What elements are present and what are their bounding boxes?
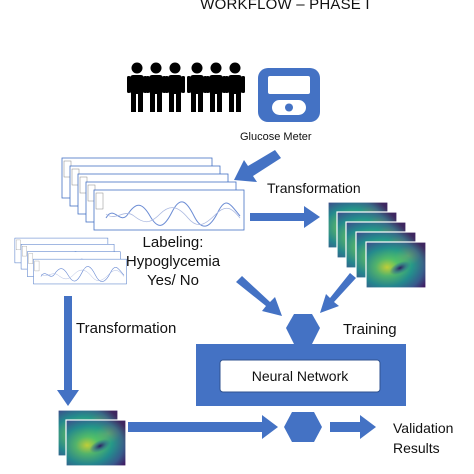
validation-line2: Results [393, 440, 440, 456]
arrow-to-validation [330, 415, 376, 439]
heatmap-stack-bottom [57, 409, 127, 467]
transformation-label-top: Transformation [267, 180, 361, 196]
signal-stack-left [14, 237, 127, 285]
labeling-line1: Labeling: [142, 234, 204, 251]
training-label: Training [343, 321, 397, 338]
arrow-to-heatmaps-top [250, 206, 320, 228]
glucose-meter-icon [258, 68, 320, 122]
validation-results-text: Validation Results [393, 418, 473, 458]
signal-stack-top [61, 157, 245, 231]
validation-line1: Validation [393, 420, 454, 436]
arrow-heatmaps-to-nn [320, 273, 356, 313]
arrow-signals-down [57, 296, 79, 406]
people-group-icon [127, 62, 245, 112]
transformation-label-left: Transformation [76, 320, 177, 337]
arrow-meter-to-signals [234, 150, 281, 182]
input-hexagon-top [286, 314, 320, 344]
labeling-line3: Yes/ No [147, 272, 199, 289]
glucose-meter-label: Glucose Meter [240, 131, 312, 143]
neural-network-label: Neural Network [251, 368, 349, 384]
output-hexagon-bottom [284, 412, 322, 442]
arrow-heatmaps-to-hexagon [128, 415, 278, 439]
labeling-text: Labeling: Hypoglycemia Yes/ No [118, 233, 228, 290]
heatmap-stack-top [327, 201, 427, 289]
labeling-line2: Hypoglycemia [125, 253, 221, 270]
neural-network-box: Neural Network [220, 360, 380, 392]
arrow-labels-to-nn [236, 276, 282, 316]
diagram-title: WORKFLOW – PHASE I [200, 0, 370, 13]
